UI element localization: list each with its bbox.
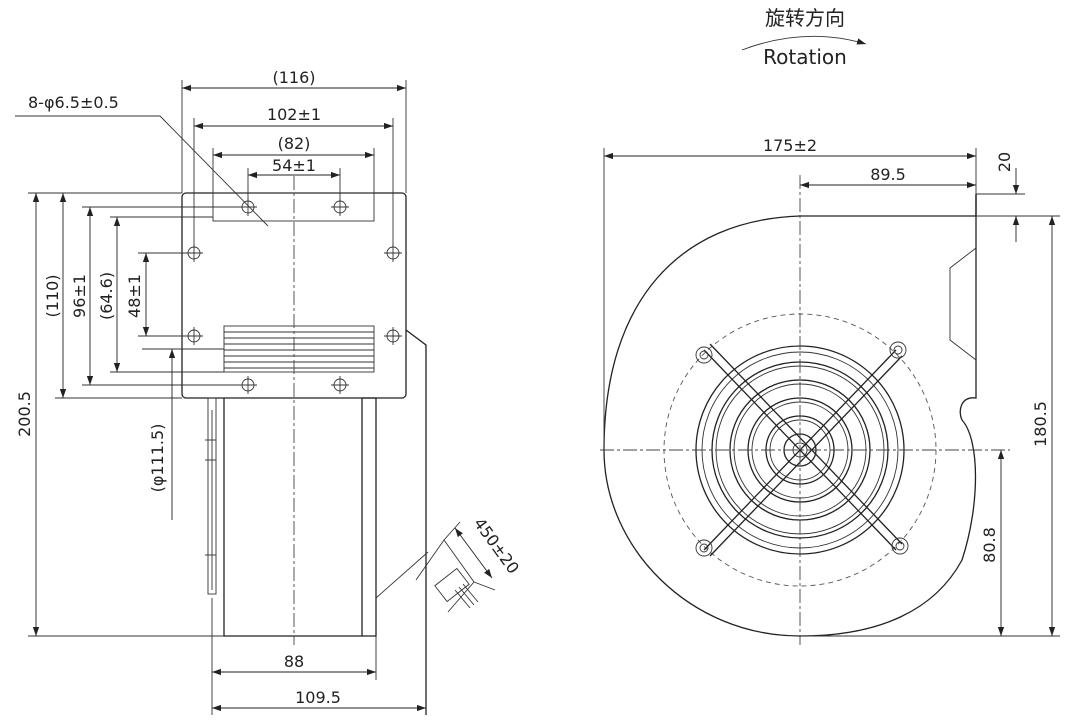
scroll-housing-front xyxy=(603,194,977,637)
dim-height-96: 96±1 xyxy=(70,274,89,318)
dim-height-20: 20 xyxy=(995,152,1014,172)
mount-icon xyxy=(889,341,907,359)
dim-height-200: 200.5 xyxy=(15,391,34,437)
dim-height-80: 80.8 xyxy=(980,527,999,563)
dim-height-48: 48±1 xyxy=(125,274,144,318)
dim-width-109: 109.5 xyxy=(295,688,341,707)
dim-width-116: (116) xyxy=(272,68,315,87)
motor-housing xyxy=(223,398,363,637)
rotation-label-en: Rotation xyxy=(763,45,847,69)
dim-width-89: 89.5 xyxy=(870,165,906,184)
cable xyxy=(415,539,479,613)
dim-holes-label: 8-φ6.5±0.5 xyxy=(28,93,119,112)
hole-icon xyxy=(239,376,257,394)
dim-height-180: 180.5 xyxy=(1031,401,1050,447)
mount-icon xyxy=(695,539,713,557)
hole-icon xyxy=(331,198,349,216)
front-view: 175±2 89.5 20 180.5 80.8 xyxy=(600,136,1060,645)
dim-height-64: (64.6) xyxy=(97,272,116,320)
dim-cable-length: 450±20 xyxy=(470,514,523,577)
impeller-side xyxy=(223,325,375,373)
terminal-strip xyxy=(205,397,217,595)
rotation-arrow-icon xyxy=(741,35,867,51)
side-view: (116) 102±1 (82) 54±1 8-φ6.5±0.5 200.5 (… xyxy=(15,68,523,715)
dim-width-102: 102±1 xyxy=(267,105,321,124)
inlet-grill xyxy=(695,341,909,557)
hole-icon xyxy=(384,327,402,345)
dim-width-54: 54±1 xyxy=(272,156,316,175)
rotation-label-zh: 旋转方向 xyxy=(765,6,845,30)
outlet-tab xyxy=(949,247,977,361)
mount-icon xyxy=(891,537,909,555)
rotation-indicator: 旋转方向 Rotation xyxy=(741,6,867,69)
mount-icon xyxy=(695,346,713,364)
scroll-housing-side xyxy=(405,329,427,715)
dim-diameter-111: (φ111.5) xyxy=(148,424,167,493)
dim-height-110: (110) xyxy=(43,274,62,317)
dim-width-175: 175±2 xyxy=(763,136,817,155)
mounting-holes xyxy=(185,198,402,394)
dim-width-88: 88 xyxy=(284,652,304,671)
hole-icon xyxy=(331,376,349,394)
hole-icon xyxy=(239,198,257,216)
dim-width-82: (82) xyxy=(278,134,311,153)
hole-icon xyxy=(185,327,203,345)
